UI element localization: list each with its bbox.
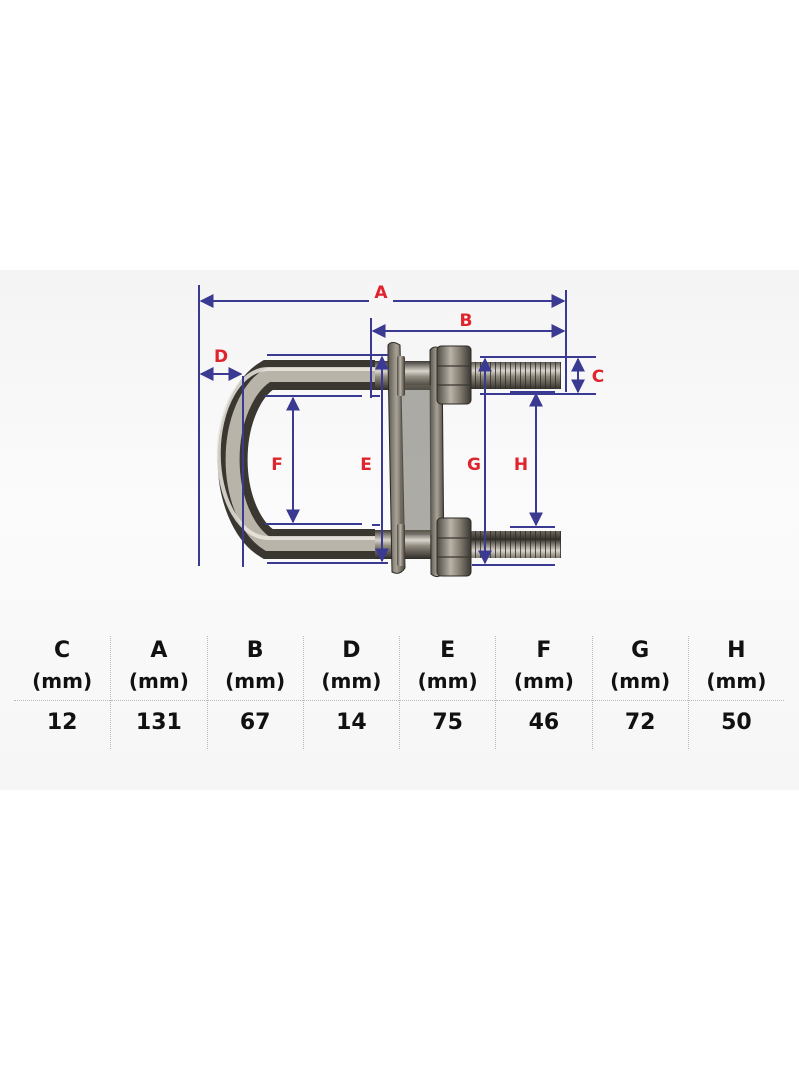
spec-unit: (mm)	[321, 669, 382, 693]
dimension-lines	[198, 285, 596, 567]
spec-value: 67	[207, 700, 303, 749]
spec-unit: (mm)	[513, 669, 574, 693]
spec-unit: (mm)	[610, 669, 671, 693]
spec-value: 72	[592, 700, 688, 749]
spec-unit: (mm)	[225, 669, 286, 693]
spec-header: G	[631, 638, 650, 663]
spec-column-f: F (mm) 46	[495, 636, 592, 749]
lower-thread	[460, 531, 561, 558]
dimension-spec-table: C (mm) 12 A (mm) 131 B (mm) 67 D (mm) 14…	[14, 636, 784, 749]
spec-unit: (mm)	[128, 669, 189, 693]
spec-column-d: D (mm) 14	[302, 636, 399, 749]
label-e: E	[360, 455, 372, 475]
label-c: C	[592, 367, 604, 387]
label-b: B	[460, 311, 473, 331]
spec-column-c: C (mm) 12	[14, 636, 111, 749]
spec-value: 14	[303, 700, 399, 749]
spec-header: H	[727, 638, 746, 663]
upper-thread	[460, 362, 561, 389]
u-bolt-bend	[217, 360, 375, 559]
spec-value: 46	[496, 700, 592, 749]
spec-unit: (mm)	[417, 669, 478, 693]
lower-nut	[436, 517, 472, 577]
spec-unit: (mm)	[706, 669, 767, 693]
spec-header: F	[536, 638, 552, 663]
spec-column-g: G (mm) 72	[591, 636, 688, 749]
spec-value: 131	[111, 700, 207, 749]
upper-nut	[436, 345, 472, 405]
label-g: G	[467, 455, 481, 475]
spec-value: 12	[14, 700, 111, 749]
spec-column-e: E (mm) 75	[399, 636, 496, 749]
spec-value: 75	[400, 700, 496, 749]
spec-column-h: H (mm) 50	[687, 636, 784, 749]
spec-header: A	[150, 638, 168, 663]
spec-header: D	[342, 638, 361, 663]
label-h: H	[514, 455, 528, 475]
u-bolt	[216, 342, 561, 578]
label-a: A	[374, 283, 388, 303]
spec-unit: (mm)	[32, 669, 93, 693]
spec-header: B	[246, 638, 264, 663]
label-f: F	[271, 455, 283, 475]
dimension-labels: A B D C F E G H	[214, 283, 604, 475]
spec-header: E	[440, 638, 456, 663]
spec-header: C	[54, 638, 71, 663]
spec-column-b: B (mm) 67	[206, 636, 303, 749]
spec-value: 50	[688, 700, 784, 749]
label-d: D	[214, 347, 228, 367]
spec-column-a: A (mm) 131	[110, 636, 207, 749]
